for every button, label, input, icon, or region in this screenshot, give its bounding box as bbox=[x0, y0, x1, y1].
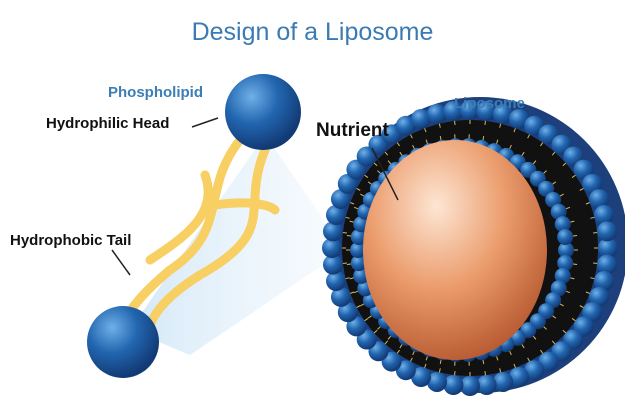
nutrient-label: Nutrient bbox=[316, 120, 389, 141]
lipid-head-bead bbox=[593, 204, 614, 225]
lipid-head-bead bbox=[322, 238, 342, 258]
phospholipid-head-top bbox=[225, 74, 301, 150]
nutrient-pointer bbox=[371, 147, 399, 201]
lipid-head-bead bbox=[593, 271, 614, 292]
lipid-head-bead bbox=[554, 267, 571, 284]
lipid-head-bead bbox=[326, 271, 347, 292]
lipid-head-bead bbox=[476, 101, 497, 122]
lipid-head-bead bbox=[330, 189, 351, 210]
lipid-head-bead bbox=[337, 302, 358, 323]
lipid-head-bead bbox=[508, 367, 529, 388]
lipid-head-bead bbox=[598, 238, 618, 258]
lipid-head-bead bbox=[476, 374, 497, 395]
phospholipid-label: Phospholipid bbox=[108, 84, 203, 101]
lipid-head-bead bbox=[426, 371, 447, 392]
lipid-head-bead bbox=[557, 255, 574, 272]
lipid-head-bead bbox=[554, 216, 571, 233]
head-pointer bbox=[191, 117, 219, 128]
liposome bbox=[322, 97, 625, 396]
diagram-title: Design of a Liposome bbox=[191, 18, 434, 46]
lipid-head-bead bbox=[323, 221, 344, 242]
lipid-head-bead bbox=[443, 374, 464, 395]
lipid-head-bead bbox=[589, 189, 610, 210]
lipid-head-bead bbox=[350, 242, 366, 258]
lipid-head-bead bbox=[411, 108, 432, 129]
lipid-head-bead bbox=[460, 100, 480, 120]
lipid-head-bead bbox=[582, 173, 603, 194]
lipid-head-bead bbox=[411, 367, 432, 388]
liposome-label: Liposome bbox=[454, 95, 525, 112]
lipid-head-bead bbox=[558, 242, 574, 258]
lipid-head-bead bbox=[589, 286, 610, 307]
lipid-head-bead bbox=[426, 104, 447, 125]
lipid-head-bead bbox=[395, 115, 416, 136]
hydrophilic-head-label: Hydrophilic Head bbox=[46, 115, 170, 132]
lipid-head-bead bbox=[550, 203, 567, 220]
hydrophobic-tail-label: Hydrophobic Tail bbox=[10, 232, 132, 249]
lipid-head-bead bbox=[460, 376, 480, 396]
lipid-head-bead bbox=[493, 371, 514, 392]
lipid-head-bead bbox=[350, 228, 367, 245]
hydrophobic-tails bbox=[120, 135, 280, 335]
lipid-head-bead bbox=[524, 360, 545, 381]
tail-pointer bbox=[111, 249, 131, 276]
lipid-head-bead bbox=[508, 108, 529, 129]
lipid-head-bead bbox=[330, 286, 351, 307]
lipid-head-bead bbox=[596, 221, 617, 242]
lipid-head-bead bbox=[493, 104, 514, 125]
nutrient-core bbox=[363, 140, 547, 360]
lipid-head-bead bbox=[557, 228, 574, 245]
lipid-head-bead bbox=[323, 254, 344, 275]
lipid-head-bead bbox=[350, 255, 367, 272]
lipid-head-bead bbox=[596, 254, 617, 275]
lipid-head-bead bbox=[443, 101, 464, 122]
phospholipid-head-bottom bbox=[87, 306, 159, 378]
lipid-head-bead bbox=[326, 204, 347, 225]
